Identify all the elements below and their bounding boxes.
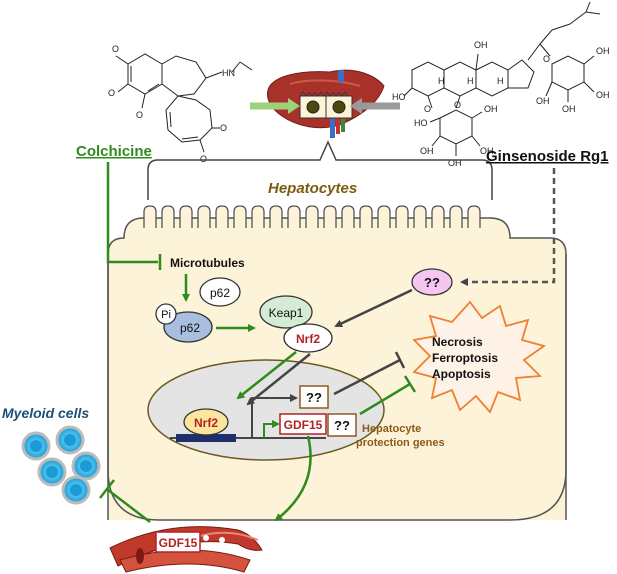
unknown-gene-box [299, 385, 329, 409]
hepatocyte-protection-line1: Hepatocyte [362, 423, 421, 435]
ginsenoside-atom: O [454, 100, 461, 110]
ginsenoside-entry-arrowhead [350, 98, 362, 114]
colchicine-structure [115, 53, 253, 153]
ginsenoside-atom: H [438, 76, 445, 86]
myeloid-cell-cluster [21, 425, 101, 505]
unknown-gene-inhibition-line [333, 358, 401, 396]
unknown-mediator-bubble [411, 268, 453, 296]
protection-gene-label: ?? [334, 418, 350, 433]
nrf2-nucleus-label: Nrf2 [194, 416, 218, 430]
ginsenoside-label: Ginsenoside Rg1 [486, 148, 609, 165]
colchicine-atom: O [108, 88, 115, 98]
ginsenoside-atom: OH [562, 104, 576, 114]
ginsenoside-atom: OH [480, 146, 494, 156]
hepatocytes-label: Hepatocytes [268, 180, 357, 197]
ginsenoside-atom: OH [448, 158, 462, 168]
gdf15-vessel-box [155, 531, 201, 553]
protection-inhibition-bar [403, 375, 417, 393]
keap1-bubble [259, 295, 313, 329]
gdf15-vessel-label: GDF15 [159, 536, 198, 550]
keap1-label: Keap1 [269, 306, 304, 320]
ginsenoside-structure [403, 1, 601, 156]
ginsenoside-atom: OH [596, 46, 610, 56]
gdf15-myeloid-inhibition-line [107, 489, 151, 523]
zoom-bracket [147, 140, 493, 200]
unknown-to-nrf2-arrow [334, 288, 413, 328]
ginsenoside-atom: OH [596, 90, 610, 100]
gdf15-gene-label: GDF15 [284, 418, 323, 432]
myeloid-cells-label: Myeloid cells [2, 405, 89, 421]
gdf15-gene-box [279, 413, 327, 435]
p62-phospho-bubble [163, 311, 213, 343]
protection-inhibition-line [359, 382, 411, 416]
transcription-arrow-unknown [251, 394, 298, 438]
nrf2-cyto-label: Nrf2 [296, 332, 320, 346]
unknown-gene-label: ?? [306, 390, 322, 405]
pi-label: Pi [161, 309, 171, 321]
pi-bubble [155, 303, 177, 325]
nrf2-nucleus-bubble [183, 408, 229, 436]
ginsenoside-atom: H [497, 76, 504, 86]
promoter-region [176, 434, 236, 442]
protection-gene-box [327, 413, 357, 437]
p62-free-label: p62 [210, 286, 230, 300]
colchicine-atom: O [200, 154, 207, 164]
ginsenoside-atom: O [543, 54, 550, 64]
p62-phospho-label: p62 [180, 321, 200, 335]
apoptosis-label: Apoptosis [432, 367, 491, 381]
nrf2-translocation-arrow-dark [246, 353, 311, 406]
ferroptosis-label: Ferroptosis [432, 351, 498, 365]
colchicine-label: Colchicine [76, 143, 152, 160]
ginsenoside-dashed-arrow [460, 168, 556, 286]
necrosis-label: Necrosis [432, 335, 483, 349]
colchicine-atom: O [136, 110, 143, 120]
colchicine-atom: O [220, 123, 227, 133]
p62-free-bubble [199, 277, 241, 307]
colchicine-inhibition-line [106, 162, 158, 264]
unknown-gene-inhibition-bar [394, 351, 406, 369]
nrf2-translocation-arrow-green [236, 351, 297, 400]
transcription-arrow-gdf15 [263, 420, 280, 438]
hepatocyte-protection-line2: protection genes [356, 437, 445, 449]
ginsenoside-atom: OH [484, 104, 498, 114]
unknown-mediator-label: ?? [424, 275, 440, 290]
ginsenoside-atom: HO [392, 92, 406, 102]
gdf15-myeloid-inhibition-bar [99, 479, 115, 499]
microvilli-base-fill [138, 228, 488, 242]
ginsenoside-atom: OH [474, 40, 488, 50]
colchicine-atom: O [112, 44, 119, 54]
microtubules-label: Microtubules [170, 256, 245, 270]
cell-death-burst [412, 300, 547, 414]
blood-vessel [109, 526, 263, 573]
ginsenoside-atom: O [424, 104, 431, 114]
liver-hepatocyte-inset [299, 91, 353, 119]
ginsenoside-atom: OH [536, 96, 550, 106]
ginsenoside-atom: HO [414, 118, 428, 128]
gdf15-secretion-arrow [274, 435, 312, 522]
ginsenoside-atom: OH [420, 146, 434, 156]
ginsenoside-atom: H [467, 76, 474, 86]
colchicine-entry-arrowhead [288, 98, 300, 114]
colchicine-atom: HN [222, 68, 235, 78]
nrf2-cyto-bubble [283, 323, 333, 353]
